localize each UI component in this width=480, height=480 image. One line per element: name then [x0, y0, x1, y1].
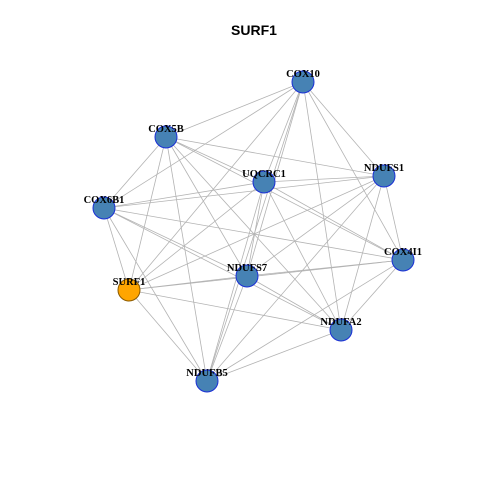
edge-cox10-cox5b: [165, 81, 304, 138]
edge-cox5b-ndufb5: [165, 136, 208, 382]
edge-cox6b1-surf1: [103, 207, 130, 291]
node-label-cox5b: COX5B: [148, 124, 184, 135]
edge-uqcrc1-ndufs7: [246, 181, 265, 277]
edge-cox5b-ndufs1: [165, 136, 385, 177]
node-ndufs7[interactable]: [235, 264, 259, 288]
node-label-uqcrc1: UQCRC1: [242, 169, 286, 180]
edge-cox5b-ndufa2: [165, 136, 342, 331]
edge-cox6b1-ndufa2: [103, 207, 342, 331]
node-label-cox10: COX10: [286, 69, 320, 80]
edge-cox6b1-cox4i1: [103, 207, 404, 261]
edge-cox4i1-ndufb5: [206, 259, 404, 382]
node-surf1[interactable]: [117, 278, 141, 302]
node-label-ndufa2: NDUFA2: [320, 317, 361, 328]
node-label-cox6b1: COX6B1: [84, 195, 125, 206]
node-cox6b1[interactable]: [92, 196, 116, 220]
edge-cox10-ndufa2: [302, 81, 342, 331]
node-label-cox4i1: COX4I1: [384, 247, 422, 258]
edge-ndufs1-ndufb5: [206, 175, 385, 382]
edge-uqcrc1-cox4i1: [263, 181, 404, 261]
edge-cox5b-cox4i1: [165, 136, 404, 261]
node-cox4i1[interactable]: [391, 248, 415, 272]
edge-cox10-surf1: [128, 81, 304, 291]
edge-cox5b-surf1: [128, 136, 167, 291]
edge-cox5b-ndufs7: [165, 136, 248, 277]
edge-surf1-ndufa2: [128, 289, 342, 331]
edge-uqcrc1-ndufb5: [206, 181, 265, 382]
edge-surf1-ndufb5: [128, 289, 208, 382]
chart-title: SURF1: [231, 22, 277, 38]
edge-cox10-cox4i1: [302, 81, 404, 261]
edges-layer: [103, 81, 404, 382]
edge-uqcrc1-ndufa2: [263, 181, 342, 331]
edge-cox4i1-ndufa2: [340, 259, 404, 331]
edge-uqcrc1-surf1: [128, 181, 265, 291]
edge-ndufs7-ndufa2: [246, 275, 342, 331]
node-label-ndufs1: NDUFS1: [364, 163, 404, 174]
node-label-ndufs7: NDUFS7: [227, 263, 267, 274]
edge-cox5b-uqcrc1: [165, 136, 265, 183]
edge-ndufa2-ndufb5: [206, 329, 342, 382]
edge-ndufs1-surf1: [128, 175, 385, 291]
edge-cox6b1-ndufb5: [103, 207, 208, 382]
nodes-layer: [92, 70, 415, 393]
node-cox10[interactable]: [291, 70, 315, 94]
node-label-surf1: SURF1: [113, 277, 146, 288]
edge-ndufs1-cox4i1: [383, 175, 404, 261]
edge-cox5b-cox6b1: [103, 136, 167, 209]
edge-ndufs7-ndufb5: [206, 275, 248, 382]
edge-ndufs1-uqcrc1: [263, 175, 385, 183]
node-cox5b[interactable]: [154, 125, 178, 149]
node-uqcrc1[interactable]: [252, 170, 276, 194]
node-ndufa2[interactable]: [329, 318, 353, 342]
node-ndufs1[interactable]: [372, 164, 396, 188]
edge-cox4i1-surf1: [128, 259, 404, 291]
edge-cox10-ndufs1: [302, 81, 385, 177]
edge-cox10-uqcrc1: [263, 81, 304, 183]
edge-ndufs1-cox6b1: [103, 175, 385, 209]
edge-ndufs1-ndufs7: [246, 175, 385, 277]
edge-cox10-cox6b1: [103, 81, 304, 209]
node-ndufb5[interactable]: [195, 369, 219, 393]
edge-ndufs7-surf1: [128, 275, 248, 291]
node-label-ndufb5: NDUFB5: [186, 368, 227, 379]
edge-uqcrc1-cox6b1: [103, 181, 265, 209]
edge-cox6b1-ndufs7: [103, 207, 248, 277]
